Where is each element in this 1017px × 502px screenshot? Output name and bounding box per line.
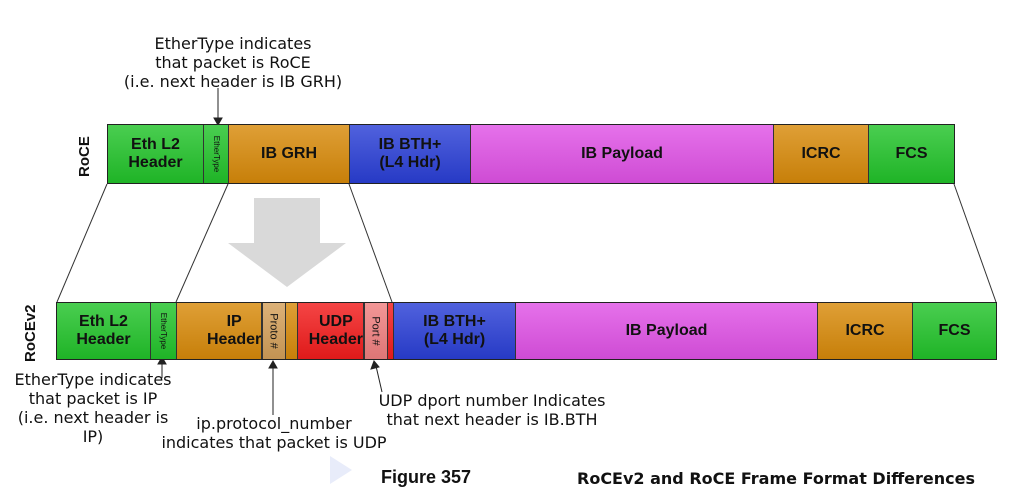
projection-line-fcs-right [953, 183, 997, 303]
rocev2-udp-header-tail [388, 303, 394, 359]
roce-fcs: FCS [869, 125, 954, 183]
roce-frame: Eth L2 Header EtherType IB GRH IB BTH+ (… [107, 124, 955, 184]
projection-line-eth-left [56, 183, 108, 303]
figure-title: RoCEv2 and RoCE Frame Format Differences [577, 469, 975, 488]
transform-arrow-icon [228, 198, 346, 287]
rocev2-proto-field: Proto # [262, 303, 286, 359]
note-line: that next header is IB.BTH [386, 410, 598, 429]
note-line: indicates that packet is UDP [161, 433, 387, 452]
chevron-icon [330, 456, 352, 484]
port-text: Port # [370, 316, 383, 346]
roce-ethertype-field: EtherType [204, 125, 229, 183]
rocev2-port-field: Port # [364, 303, 388, 359]
note-line: that packet is IP [28, 389, 158, 408]
rocev2-row-label: RoCEv2 [22, 304, 39, 362]
rocev2-ip-header: IP Header [177, 303, 262, 359]
ip-protocol-note: ip.protocol_number indicates that packet… [152, 414, 396, 452]
note-line: UDP dport number Indicates [378, 391, 606, 410]
note-line: (i.e. next header is [17, 408, 169, 427]
note-line: that packet is RoCE [155, 53, 311, 72]
note-line: EtherType indicates [14, 370, 172, 389]
rocev2-frame: Eth L2 Header EtherType IP Header Proto … [56, 302, 997, 360]
rocev2-eth-l2-header: Eth L2 Header [57, 303, 151, 359]
note-line: IP) [82, 427, 104, 446]
port-pointer [375, 365, 383, 393]
projection-line-grh-left [175, 183, 229, 303]
rocev2-ethertype-note: EtherType indicates that packet is IP (i… [4, 370, 182, 446]
roce-row-label: RoCE [76, 136, 93, 177]
rocev2-ethertype-text: EtherType [159, 312, 169, 350]
rocev2-ip-header-tail [286, 303, 298, 359]
roce-ethertype-note: EtherType indicates that packet is RoCE … [118, 34, 348, 91]
rocev2-udp-header: UDP Header [298, 303, 364, 359]
roce-ethertype-text: EtherType [212, 135, 221, 173]
roce-icrc: ICRC [774, 125, 869, 183]
rocev2-ib-bth: IB BTH+ (L4 Hdr) [394, 303, 516, 359]
rocev2-ib-payload: IB Payload [516, 303, 818, 359]
rocev2-ethertype-field: EtherType [151, 303, 177, 359]
proto-text: Proto # [268, 313, 280, 349]
udp-dport-note: UDP dport number Indicates that next hea… [372, 391, 612, 429]
note-line: (i.e. next header is IB GRH) [123, 72, 343, 91]
roce-ib-bth: IB BTH+ (L4 Hdr) [350, 125, 471, 183]
roce-eth-l2-header: Eth L2 Header [108, 125, 204, 183]
note-line: EtherType indicates [154, 34, 312, 53]
rocev2-fcs: FCS [913, 303, 996, 359]
roce-ib-payload: IB Payload [471, 125, 774, 183]
projection-line-grh-right [348, 183, 393, 303]
note-line: ip.protocol_number [196, 414, 352, 433]
figure-number: Figure 357 [381, 467, 472, 487]
roce-ib-grh: IB GRH [229, 125, 350, 183]
rocev2-icrc: ICRC [818, 303, 913, 359]
